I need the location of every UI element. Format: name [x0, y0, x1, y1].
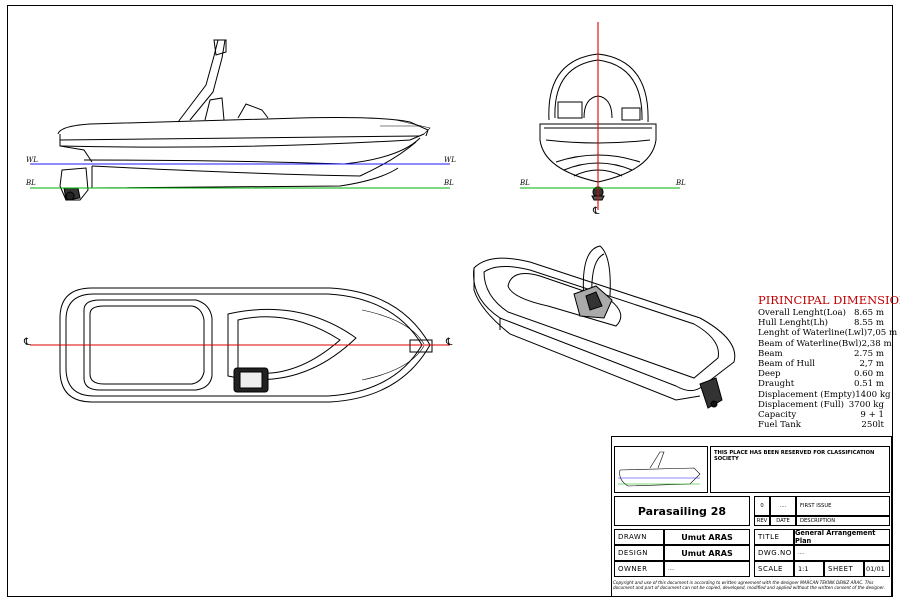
dimension-row: Overall Lenght(Loa)8.65 m — [758, 308, 884, 318]
dwg-no-value: .... — [794, 545, 890, 561]
rev-number: 0 — [754, 496, 770, 516]
front-bl-left-label: BL — [520, 179, 530, 187]
description-header: DESCRIPTION — [796, 516, 890, 526]
title-block — [611, 436, 892, 597]
front-bl-right-label: BL — [676, 179, 686, 187]
sheet-value: 01/01 — [864, 561, 890, 577]
rev-date: .... — [770, 496, 796, 516]
project-name: Parasailing 28 — [614, 496, 750, 526]
design-value: Umut ARAS — [664, 545, 750, 561]
title-block-thumbnail — [618, 451, 701, 487]
drawn-value: Umut ARAS — [664, 529, 750, 545]
rev-header: REV — [754, 516, 770, 526]
drawing-sheet-border — [7, 5, 893, 597]
dimension-row: Lenght of Waterline(Lwl)7,05 m — [758, 328, 898, 339]
owner-value: .... — [664, 561, 750, 577]
side-wl-right-label: WL — [444, 156, 456, 164]
classification-reserved-note: THIS PLACE HAS BEEN RESERVED FOR CLASSIF… — [710, 446, 890, 493]
scale-label: SCALE — [754, 561, 794, 577]
dimension-row: Hull Lenght(Lh)8.55 m — [758, 318, 884, 329]
rev-description: FIRST ISSUE — [796, 496, 890, 516]
dimension-row: Displacement (Full)3700 kg — [758, 399, 884, 410]
side-bl-left-label: BL — [26, 179, 36, 187]
side-wl-left-label: WL — [26, 156, 38, 164]
dwg-no-label: DWG.NO — [754, 545, 794, 561]
thumbnail-frame — [614, 446, 708, 493]
title-value: General Arrangement Plan — [794, 529, 890, 545]
dimension-row: Displacement (Empty)1400 kg — [758, 389, 891, 400]
design-label: DESIGN — [614, 545, 664, 561]
scale-value: 1:1 — [794, 561, 824, 577]
principal-dimensions-table: PIRINCIPAL DIMENSIONS Overall Lenght(Loa… — [758, 292, 900, 431]
copyright-note: Copyright and use of this document is ac… — [613, 580, 885, 590]
top-centerline-left-symbol: ℄ — [24, 337, 31, 348]
side-view — [57, 39, 431, 201]
front-centerline-symbol: ℄ — [593, 206, 600, 217]
reference-lines — [30, 22, 680, 346]
dimensions-title: PIRINCIPAL DIMENSIONS — [758, 293, 900, 307]
top-centerline-right-symbol: ℄ — [446, 337, 453, 348]
sheet-label: SHEET — [824, 561, 864, 577]
isometric-view — [473, 245, 736, 409]
date-header: DATE — [770, 516, 796, 526]
title-label: TITLE — [754, 529, 794, 545]
side-bl-right-label: BL — [444, 179, 454, 187]
dimension-row: Beam of Waterline(Bwl)2,38 m — [758, 338, 892, 349]
owner-label: OWNER — [614, 561, 664, 577]
drawn-label: DRAWN — [614, 529, 664, 545]
